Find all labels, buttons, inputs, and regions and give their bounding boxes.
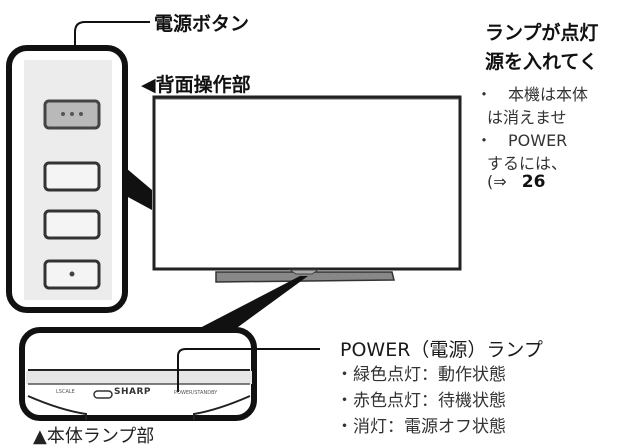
remote-sensor [93,390,113,399]
lamp-leader-line [177,348,320,392]
lamp-state-green: ・緑色点灯：動作状態 [336,365,506,385]
right-bullet2-line2: するには、 [487,154,568,173]
rear-button-2 [43,161,101,192]
right-bullet2-line1: ・ POWER [476,131,568,150]
right-heading-line2: 源を入れてく [485,51,598,73]
rear-panel-connector [126,168,152,210]
lamp-left-marking: LSCALE [56,389,75,395]
page-reference: (⇒ 26 [487,172,545,192]
ref-arrow: (⇒ [487,172,507,191]
tv-screen [152,95,462,271]
lamp-connector [196,276,308,330]
power-button-leader-line [74,21,150,108]
lamp-state-red: ・赤色点灯：待機状態 [336,391,506,411]
right-heading-line1: ランプが点灯 [485,22,599,44]
power-standby-marking: POWER/STANDBY [174,390,218,396]
sharp-logo: SHARP [114,387,152,397]
right-bullet1-line1: ・ 本機は本体 [476,85,589,104]
rear-button-3 [43,209,101,240]
power-lamp-title: POWER（電源）ランプ [340,339,543,361]
power-button-label: 電源ボタン [154,13,250,35]
right-bullet1-line2: は消えませ [487,108,567,127]
rear-panel-label: ◀背面操作部 [141,74,251,96]
ref-page-link[interactable]: 26 [521,172,546,192]
lamp-state-off: ・消灯：電源オフ状態 [336,417,506,437]
main-lamp-label: ▲本体ランプ部 [33,426,155,447]
